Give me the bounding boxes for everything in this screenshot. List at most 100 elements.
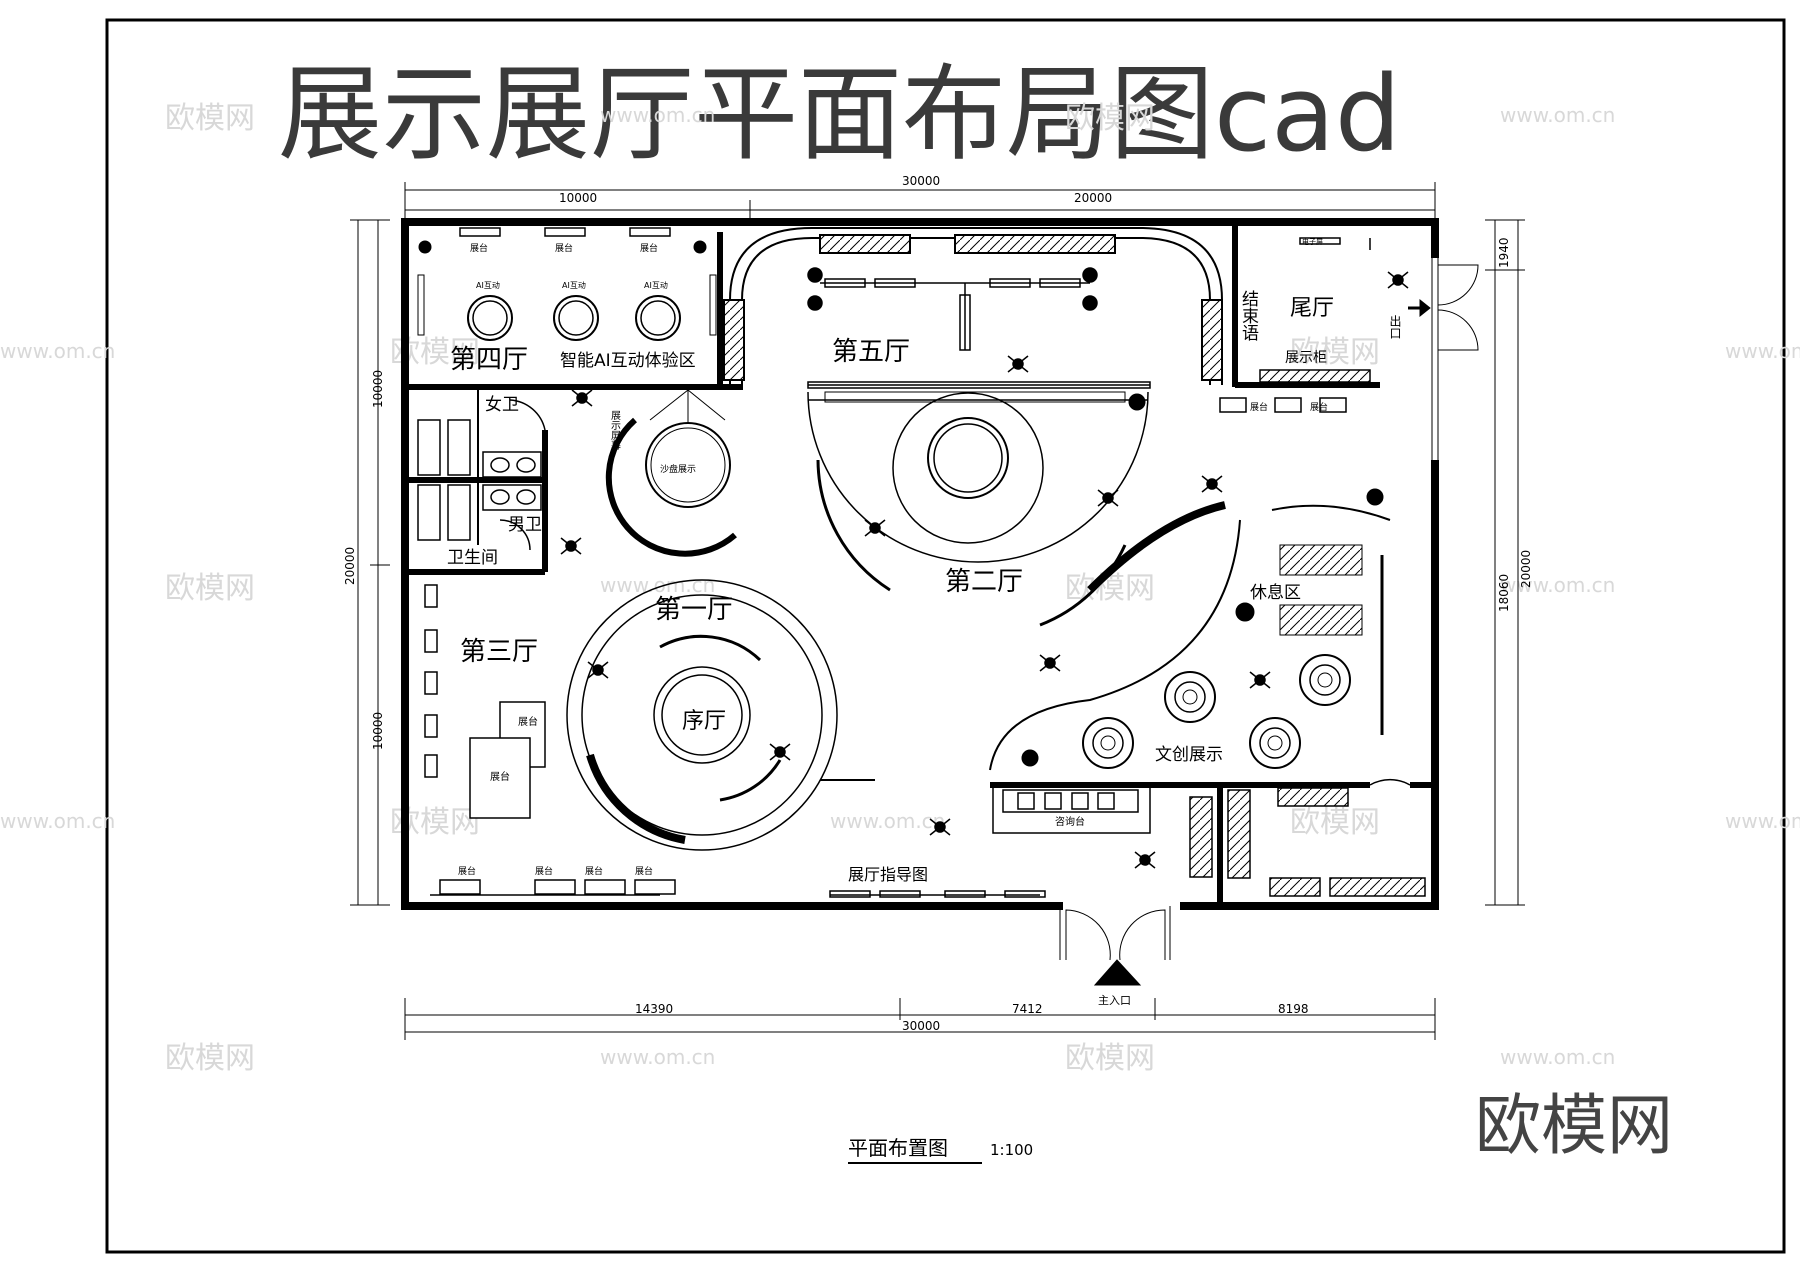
booth-label: 展台: [470, 242, 488, 254]
ai-zone-title: 智能AI互动体验区: [560, 351, 696, 371]
person-icon: [929, 818, 951, 836]
hall2-area: [807, 391, 1149, 627]
show-cabinet-label: 展示柜: [1285, 350, 1327, 366]
hall2-label: 第二厅: [945, 567, 1023, 597]
rest-area: [989, 488, 1391, 771]
dim-bottom-a: 14390: [635, 1002, 673, 1016]
rest-area-label: 休息区: [1250, 583, 1301, 603]
hall2-title: 第二厅: [945, 567, 1023, 597]
dim-bottom-total: 30000: [902, 1019, 940, 1033]
person-icon: [1097, 489, 1119, 507]
epilogue-label: 结束语: [1238, 290, 1259, 341]
hall5-title: 第五厅: [832, 337, 910, 367]
watermark-url: www.om.cn: [1500, 103, 1615, 127]
booth-label: 展台: [640, 242, 658, 254]
booth-label: 展台: [1250, 401, 1268, 413]
hall3-area: [424, 584, 676, 896]
watermark-url: www.om.cn: [830, 809, 945, 833]
watermark-url: www.om.cn: [600, 1045, 715, 1069]
dim-right-inner: 18060: [1497, 574, 1511, 612]
prelude-title: 序厅: [682, 709, 726, 734]
watermark-url: www.om.cn: [600, 103, 715, 127]
drawing-title: 展示展厅平面布局图cad: [278, 53, 1401, 175]
person-icon: [587, 661, 609, 679]
plan-scale: 1:100: [990, 1141, 1033, 1159]
dim-right-total: 20000: [1519, 550, 1533, 588]
hall1-area: [566, 579, 875, 851]
booth-label: 展台: [490, 770, 510, 783]
hall5-label: 第五厅: [832, 337, 910, 367]
watermark: 欧模网: [1290, 335, 1380, 370]
consult-labels: 咨询台 展厅指导图: [848, 815, 1085, 884]
sand-table-label: 沙盘展示: [660, 463, 696, 475]
dim-bottom-c: 8198: [1278, 1002, 1309, 1016]
watermark: 欧模网: [1065, 1041, 1155, 1076]
watermark-url: www.om.cn: [1500, 1045, 1615, 1069]
booth-label: 展台: [555, 242, 573, 254]
rest-labels: 休息区 文创展示: [1155, 583, 1301, 765]
interior-walls: [405, 225, 1435, 906]
dim-top-total: 30000: [902, 174, 940, 188]
watermark: 欧模网: [1290, 805, 1380, 840]
person-icon: [864, 519, 886, 537]
watermark-urls: www.om.cn www.om.cn www.om.cn www.om.cn …: [0, 103, 1800, 1069]
watermark-url: www.om.cn: [1725, 809, 1800, 833]
hall4-title: 第四厅: [450, 345, 528, 375]
ai-interact-label: AI互动: [644, 280, 668, 290]
sand-table-labels: 沙盘展示 展示屏幕: [609, 410, 697, 475]
female-label: 女卫: [485, 395, 519, 415]
watermark-url: www.om.cn: [1725, 339, 1800, 363]
booth-label: 展台: [585, 865, 603, 877]
hall5-area: [807, 267, 1151, 389]
dim-top-left: 10000: [559, 191, 597, 205]
ai-interact-label: AI互动: [476, 280, 500, 290]
watermark-url: www.om.cn: [1500, 573, 1615, 597]
dim-right-top: 1940: [1497, 237, 1511, 268]
consult-label: 咨询台: [1055, 815, 1085, 828]
ai-interact-label: AI互动: [562, 280, 586, 290]
plan-caption: 平面布置图: [848, 1136, 948, 1160]
booth-label: 展台: [535, 865, 553, 877]
exit-door: [1408, 264, 1479, 351]
toilets: [417, 399, 546, 551]
person-icon: [560, 537, 582, 555]
tail-hall-labels: 尾厅 结束语 展示柜 电子屏 出口 展台 展台: [1238, 237, 1402, 413]
dimension-labels: 30000 10000 20000 14390 7412 8198 30000 …: [343, 174, 1533, 1033]
tail-hall-area: [1219, 237, 1371, 413]
dim-left-bottom: 10000: [371, 712, 385, 750]
visitor-icons: [560, 271, 1409, 869]
hall3-labels: 第三厅 展台 展台 展台 展台 展台 展台: [458, 637, 653, 877]
cultural-label: 文创展示: [1155, 745, 1223, 765]
toilet-label: 卫生间: [447, 548, 498, 568]
person-icon: [769, 743, 791, 761]
hall4-labels: 展台 展台 展台 AI互动 AI互动 AI互动 第四厅 智能AI互动体验区: [450, 242, 696, 375]
toilet-labels: 女卫 男卫 卫生间: [447, 395, 542, 568]
booth-label: 展台: [1310, 401, 1328, 413]
watermark: 欧模网: [1065, 101, 1155, 136]
watermark: 欧模网: [165, 1041, 255, 1076]
main-entrance-label: 主入口: [1098, 994, 1131, 1007]
dim-left-total: 20000: [343, 547, 357, 585]
person-icon: [1387, 271, 1409, 289]
screen-label: 展示屏幕: [609, 410, 621, 450]
hall3-title: 第三厅: [460, 637, 538, 667]
consult-desk: [829, 778, 1426, 898]
brand-logo-text: 欧模网: [1475, 1087, 1673, 1164]
hall4-furniture: [417, 227, 717, 341]
watermark-url: www.om.cn: [0, 809, 115, 833]
person-icon: [1007, 355, 1029, 373]
person-icon: [1039, 654, 1061, 672]
dimension-lines: [350, 182, 1525, 1040]
booth-label: 展台: [635, 865, 653, 877]
elec-screen-label: 电子屏: [1302, 237, 1323, 246]
watermark: 欧模网: [1065, 571, 1155, 606]
dim-top-right: 20000: [1074, 191, 1112, 205]
hall1-labels: 第一厅 序厅: [655, 595, 733, 734]
dim-bottom-b: 7412: [1012, 1002, 1043, 1016]
outer-walls: [401, 218, 1440, 911]
hall5-curved-wall: [723, 227, 1223, 385]
person-icon: [1134, 851, 1156, 869]
sheet-border: [105, 18, 1786, 1254]
person-icon: [571, 389, 593, 407]
